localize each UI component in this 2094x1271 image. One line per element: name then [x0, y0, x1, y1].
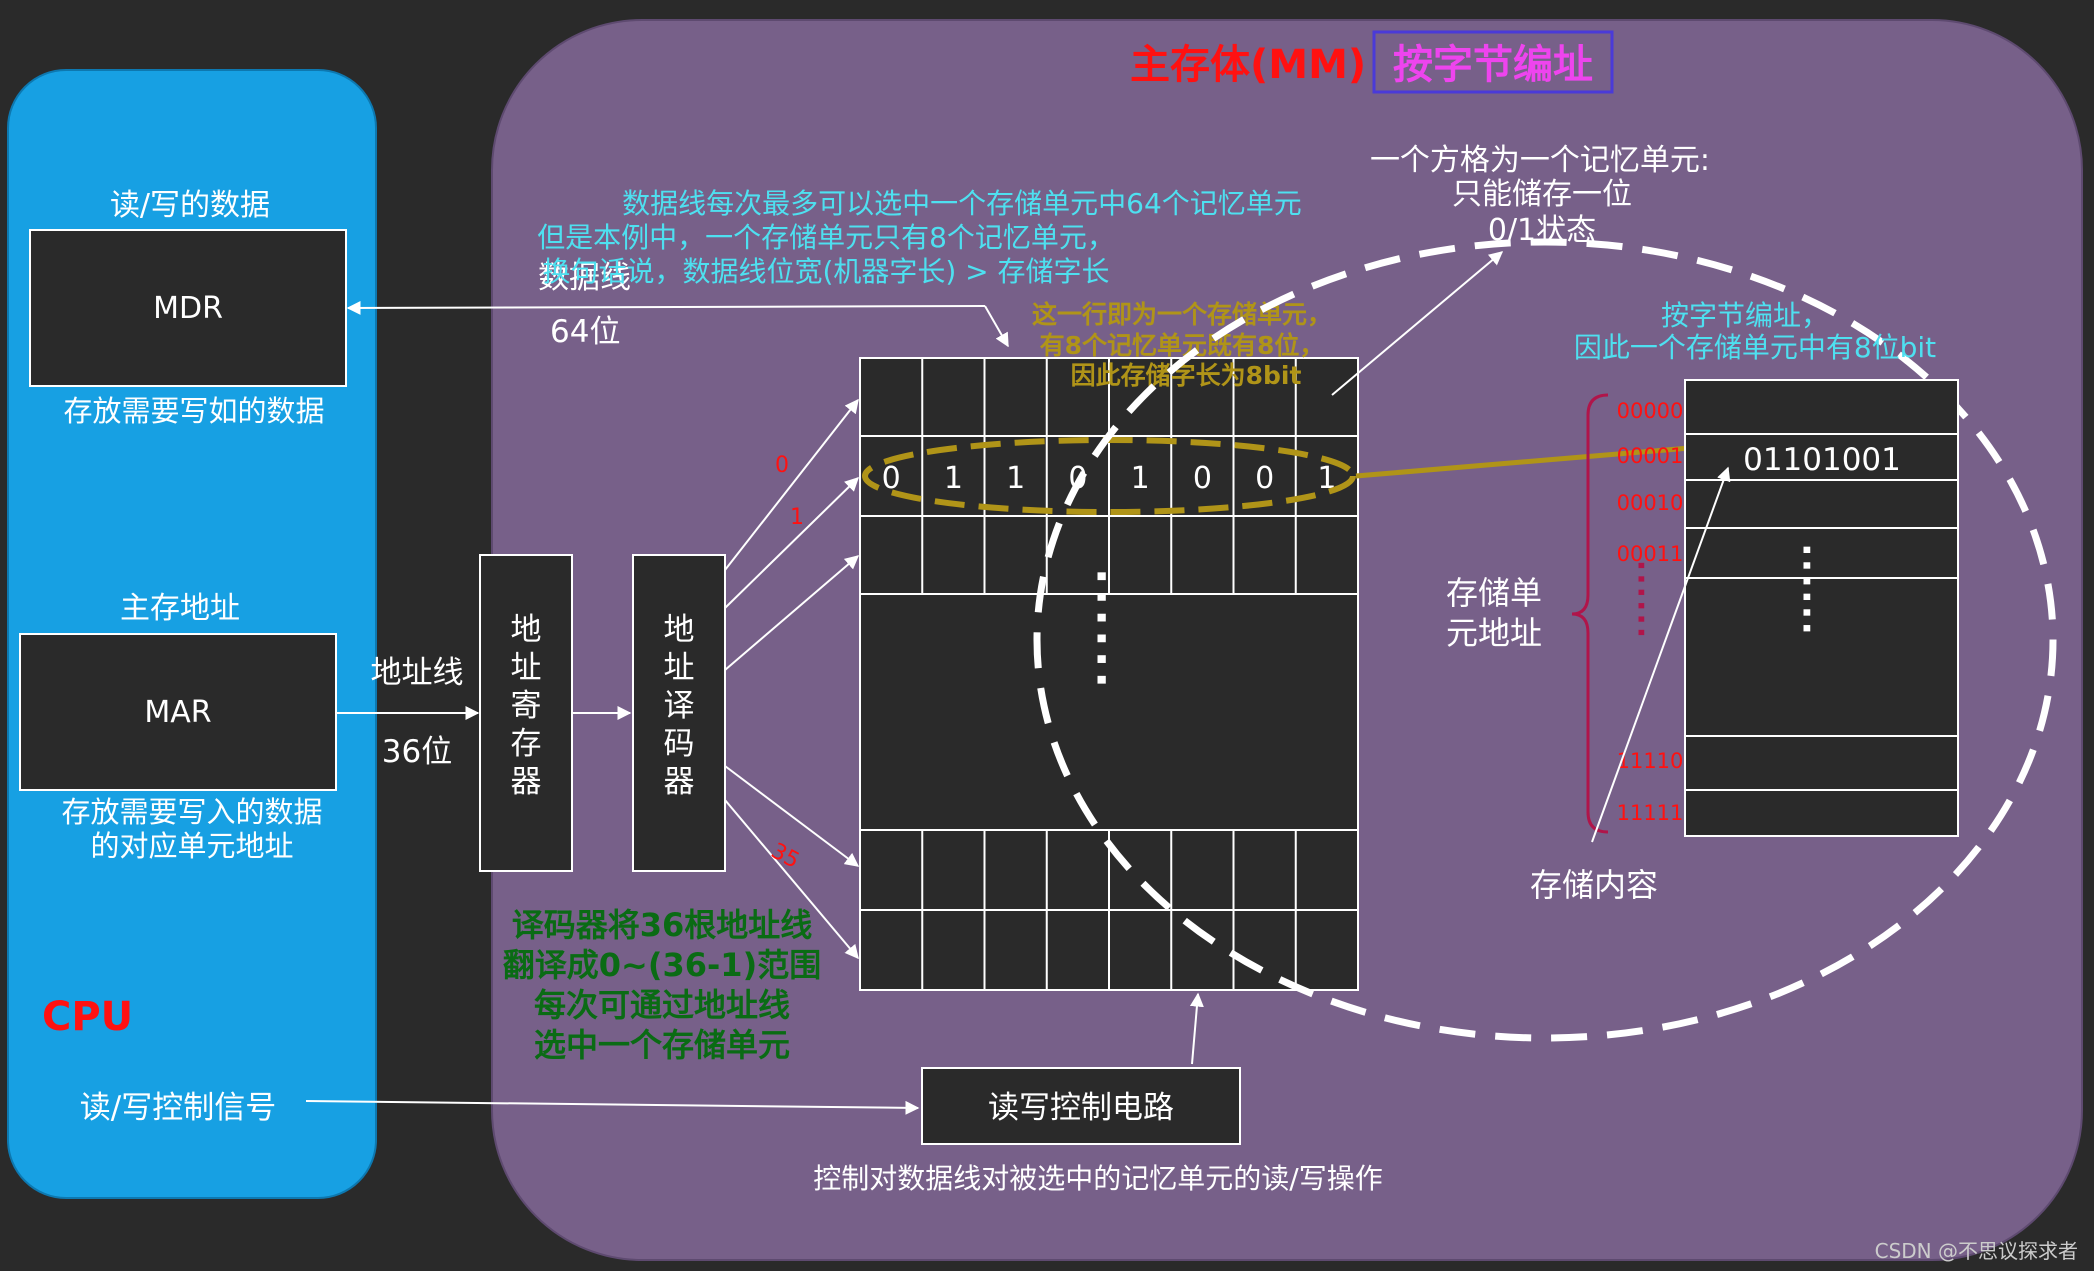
mar-caption: 主存地址 — [120, 591, 240, 626]
address-decoder-label: 地址译码器 — [664, 612, 695, 800]
content-label: 存储内容 — [1530, 866, 1658, 904]
address-00010: 00010 — [1617, 491, 1684, 515]
mar-label: MAR — [144, 695, 211, 730]
data-bus-note-line-1: 数据线每次最多可以选中一个存储单元中64个记忆单元 — [622, 187, 1302, 220]
addressing-badge: 按字节编址 — [1393, 42, 1593, 88]
decoder-line-1-arrow — [724, 477, 860, 609]
data-bus-note-line-2: 但是本例中，一个存储单元只有8个记忆单元， — [537, 221, 1115, 254]
memory-array-ellipsis: ...... — [1087, 568, 1138, 692]
address-00011: 00011 — [1617, 542, 1684, 566]
zoom-dashed-circle — [1033, 238, 2057, 1042]
cell-note-line-1: 一个方格为一个记忆单元: — [1370, 143, 1710, 178]
storage-unit-table — [1684, 379, 1959, 837]
main-memory-title: 主存体(MM) — [1130, 42, 1366, 88]
watermark: CSDN @不思议探求者 — [1875, 1239, 2078, 1263]
address-decoder-box — [632, 554, 726, 872]
address-brace — [1571, 393, 1609, 834]
address-label-line-2: 元地址 — [1446, 614, 1542, 652]
storage-unit-content: 01101001 — [1743, 442, 1901, 478]
address-11111: 11111 — [1617, 801, 1684, 825]
row-bit-4: 1 — [1131, 461, 1150, 496]
mar-box — [19, 633, 337, 791]
row-to-zoom-arrow — [1355, 434, 1728, 479]
decoder-note-line-4: 选中一个存储单元 — [534, 1026, 790, 1064]
content-pointer-arrow — [1591, 466, 1731, 843]
addressing-badge-frame — [1372, 30, 1614, 94]
row-note-line-1: 这一行即为一个存储单元， — [1032, 300, 1332, 329]
decoder-note-line-3: 每次可通过地址线 — [534, 986, 790, 1024]
row-bit-2: 1 — [1006, 461, 1025, 496]
row-note-line-2: 有8个记忆单元既有8位， — [1040, 331, 1325, 360]
data-bus-line — [346, 300, 986, 315]
row-bit-5: 0 — [1193, 461, 1212, 496]
rw-control-circuit-box — [921, 1067, 1241, 1145]
decoder-line-0-label: 0 — [775, 453, 789, 478]
decoder-line-34-arrow — [724, 765, 860, 867]
rw-circuit-to-array-arrow — [1189, 992, 1204, 1065]
rw-control-circuit-label: 读写控制电路 — [988, 1090, 1174, 1126]
row-bit-0: 0 — [882, 461, 901, 496]
address-register-box — [479, 554, 573, 872]
data-bus-width: 64位 — [550, 314, 620, 350]
row-bit-7: 1 — [1317, 461, 1336, 496]
decoder-line-2-arrow — [724, 555, 860, 671]
decoder-line-0-arrow — [724, 398, 859, 571]
address-00000: 00000 — [1617, 399, 1684, 423]
storage-table-ellipsis: ...... — [1795, 543, 1836, 637]
decoder-line-1-label: 1 — [790, 505, 804, 530]
address-label-line-1: 存储单 — [1446, 574, 1542, 612]
data-bus-label: 数据线 — [538, 260, 631, 296]
mar-note-line-1: 存放需要写入的数据 — [61, 795, 322, 829]
address-00001: 00001 — [1617, 444, 1684, 468]
cell-note-arrow — [1331, 251, 1504, 396]
decoder-line-35-arrow — [724, 799, 859, 960]
mdr-caption: 读/写的数据 — [110, 188, 270, 223]
mdr-box — [29, 229, 347, 387]
row-note-line-3: 因此存储字长为8bit — [1071, 361, 1302, 390]
rw-signal-arrow — [305, 1100, 920, 1115]
data-bus-drop — [984, 305, 1009, 348]
data-bus-note-line-3: 换句话说，数据线位宽(机器字长) > 存储字长 — [542, 255, 1109, 288]
mdr-label: MDR — [153, 291, 223, 326]
row-bit-6: 0 — [1255, 461, 1274, 496]
cell-note-line-2: 只能储存一位 — [1452, 177, 1632, 212]
address-bus-label: 地址线 — [371, 655, 464, 691]
address-register-label: 地址寄存器 — [511, 612, 542, 800]
decoder-note-line-1: 译码器将36根地址线 — [512, 906, 813, 944]
mdr-note: 存放需要写如的数据 — [63, 394, 324, 428]
mar-note-line-2: 的对应单元地址 — [90, 829, 293, 863]
zoom-note-line-1: 按字节编址， — [1661, 299, 1829, 332]
address-ellipsis: ...... — [1631, 560, 1666, 640]
cpu-label: CPU — [42, 994, 133, 1040]
address-11110: 11110 — [1617, 749, 1684, 773]
memory-array — [859, 357, 1359, 991]
row-bit-1: 1 — [944, 461, 963, 496]
address-bus-width: 36位 — [382, 734, 452, 770]
decoder-note-line-2: 翻译成0~(36-1)范围 — [503, 946, 821, 984]
rw-control-circuit-note: 控制对数据线对被选中的记忆单元的读/写操作 — [813, 1162, 1382, 1195]
rw-signal-label: 读/写控制信号 — [80, 1090, 276, 1126]
zoom-note-line-2: 因此一个存储单元中有8位bit — [1574, 331, 1936, 364]
